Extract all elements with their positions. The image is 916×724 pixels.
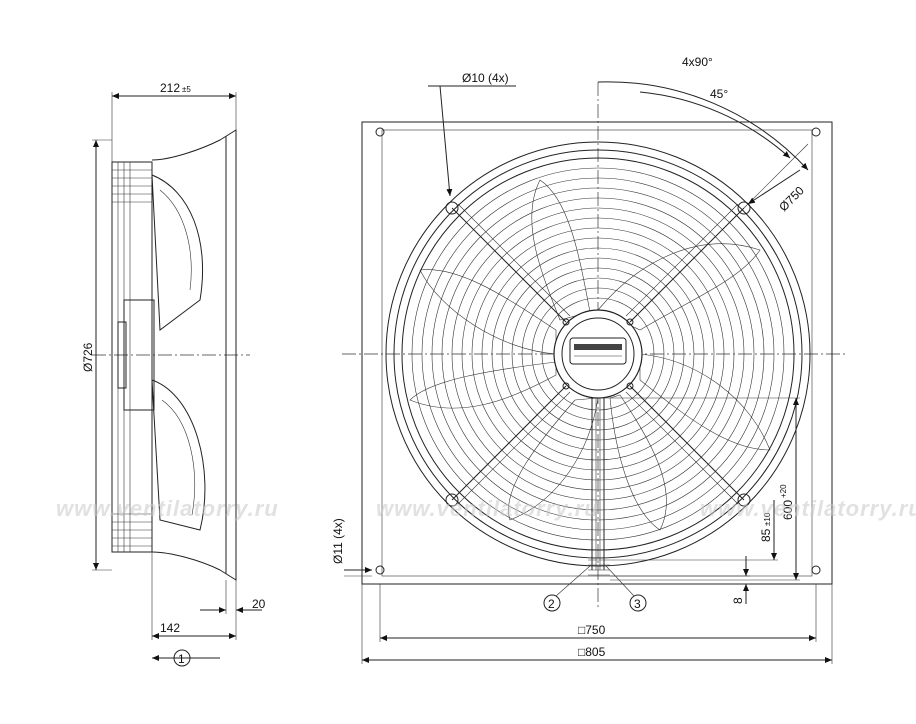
flange-depth-value: 20 bbox=[252, 597, 266, 611]
watermark-text-2: www.ventilatorry.ru bbox=[376, 496, 599, 521]
corner-hole-br bbox=[811, 565, 821, 575]
dim-angles: 4x90° 45° bbox=[597, 55, 809, 209]
watermark: www.ventilatorry.ru www.ventilatorry.ru … bbox=[56, 496, 916, 521]
mounting-plate bbox=[361, 121, 833, 585]
square-inner-label: □750 bbox=[578, 623, 606, 637]
impeller-blades bbox=[409, 179, 771, 531]
ring-depth-value: 142 bbox=[160, 621, 180, 635]
side-blade-upper bbox=[151, 174, 204, 331]
guard-outer bbox=[401, 157, 795, 551]
cable-offset-tol: ±10 bbox=[763, 512, 772, 526]
dim-cable-offset: 85 ±10 bbox=[610, 500, 778, 561]
side-hub bbox=[123, 299, 155, 411]
angle-pattern-label: 4x90° bbox=[682, 55, 713, 69]
bolt-circle-label: Ø750 bbox=[776, 183, 807, 214]
bolt-point-tr bbox=[737, 201, 751, 215]
inlet-ring-outer bbox=[385, 141, 811, 567]
corner-hole-tl bbox=[375, 127, 385, 137]
callout-1-label: 1 bbox=[178, 652, 185, 666]
square-outer-label: □805 bbox=[578, 645, 606, 659]
side-blade-lower bbox=[151, 379, 206, 531]
angle-half-label: 45° bbox=[710, 87, 728, 101]
cable-bundle bbox=[588, 398, 610, 576]
dim-square-inner: □750 bbox=[379, 584, 817, 642]
dim-ring-142: 142 bbox=[151, 552, 237, 640]
bolt-point-bl bbox=[445, 493, 459, 507]
dim-bolt-circle: Ø750 bbox=[747, 169, 807, 214]
dim-cable-length: 600 +20 bbox=[598, 397, 800, 581]
callout-2: 2 bbox=[543, 565, 591, 612]
callout-1: 1 bbox=[152, 649, 220, 667]
bolt-point-tl bbox=[445, 201, 459, 215]
cable-length-value: 600 bbox=[781, 500, 795, 520]
watermark-text-1: www.ventilatorry.ru bbox=[56, 496, 279, 521]
dim-cable-gap: 8 bbox=[610, 556, 750, 604]
callout-3-label: 3 bbox=[634, 597, 641, 611]
motor-hub bbox=[553, 309, 643, 399]
dim-holes-side: Ø11 (4x) bbox=[331, 518, 372, 577]
plate-inner-edge bbox=[381, 129, 813, 577]
diameter-value: Ø726 bbox=[81, 342, 95, 372]
callout-3: 3 bbox=[605, 565, 647, 612]
dim-square-outer: □805 bbox=[361, 584, 833, 664]
dim-depth-212: 212 ±5 bbox=[111, 81, 237, 162]
guard-grille bbox=[411, 167, 785, 541]
dim-holes-top: Ø10 (4x) bbox=[428, 71, 516, 197]
holes-side-label: Ø11 (4x) bbox=[331, 518, 345, 564]
watermark-text-3: www.ventilatorry.ru bbox=[700, 496, 916, 521]
depth-value: 212 bbox=[160, 81, 180, 95]
front-view: Ø10 (4x) 4x90° 45° Ø750 Ø11 (4x) 85 ±10 bbox=[331, 55, 848, 664]
dim-diameter-726: Ø726 bbox=[81, 139, 112, 571]
inlet-ring-inner bbox=[393, 149, 803, 559]
dim-flange-20: 20 bbox=[200, 580, 266, 614]
corner-hole-bl bbox=[375, 565, 385, 575]
callout-2-label: 2 bbox=[548, 597, 555, 611]
holes-top-label: Ø10 (4x) bbox=[462, 71, 509, 85]
guard-spokes bbox=[451, 203, 745, 505]
cable-offset-value: 85 bbox=[759, 528, 773, 542]
cable-length-tol: +20 bbox=[779, 484, 788, 498]
side-view: 212 ±5 Ø726 142 20 1 bbox=[81, 81, 266, 667]
corner-hole-tr bbox=[811, 127, 821, 137]
depth-tol: ±5 bbox=[182, 85, 191, 94]
cable-gap-label: 8 bbox=[731, 597, 745, 604]
bolt-point-br bbox=[737, 493, 751, 507]
